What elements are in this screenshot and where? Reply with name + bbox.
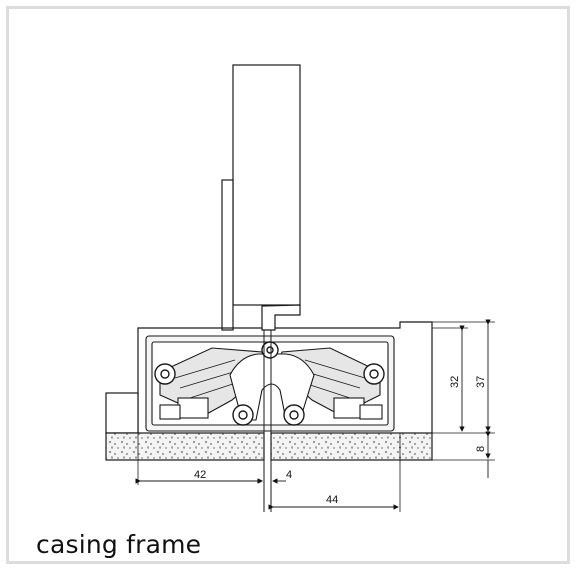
frame-outline bbox=[105, 321, 433, 434]
casing-frame-base bbox=[105, 432, 433, 461]
dim-label-4: 4 bbox=[286, 469, 292, 481]
diagram-caption: casing frame bbox=[36, 530, 202, 559]
dim-label-44: 44 bbox=[326, 494, 338, 506]
door-leaf bbox=[221, 64, 301, 331]
dim-label-32: 32 bbox=[449, 376, 461, 388]
gap-lines bbox=[263, 330, 272, 512]
extension-lines bbox=[137, 321, 495, 512]
hinge-body bbox=[145, 335, 395, 432]
dim-label-8: 8 bbox=[475, 446, 487, 452]
dimension-lines bbox=[135, 319, 491, 510]
dim-label-42: 42 bbox=[194, 469, 206, 481]
pivot-pins bbox=[154, 341, 385, 426]
dim-label-37: 37 bbox=[475, 376, 487, 388]
